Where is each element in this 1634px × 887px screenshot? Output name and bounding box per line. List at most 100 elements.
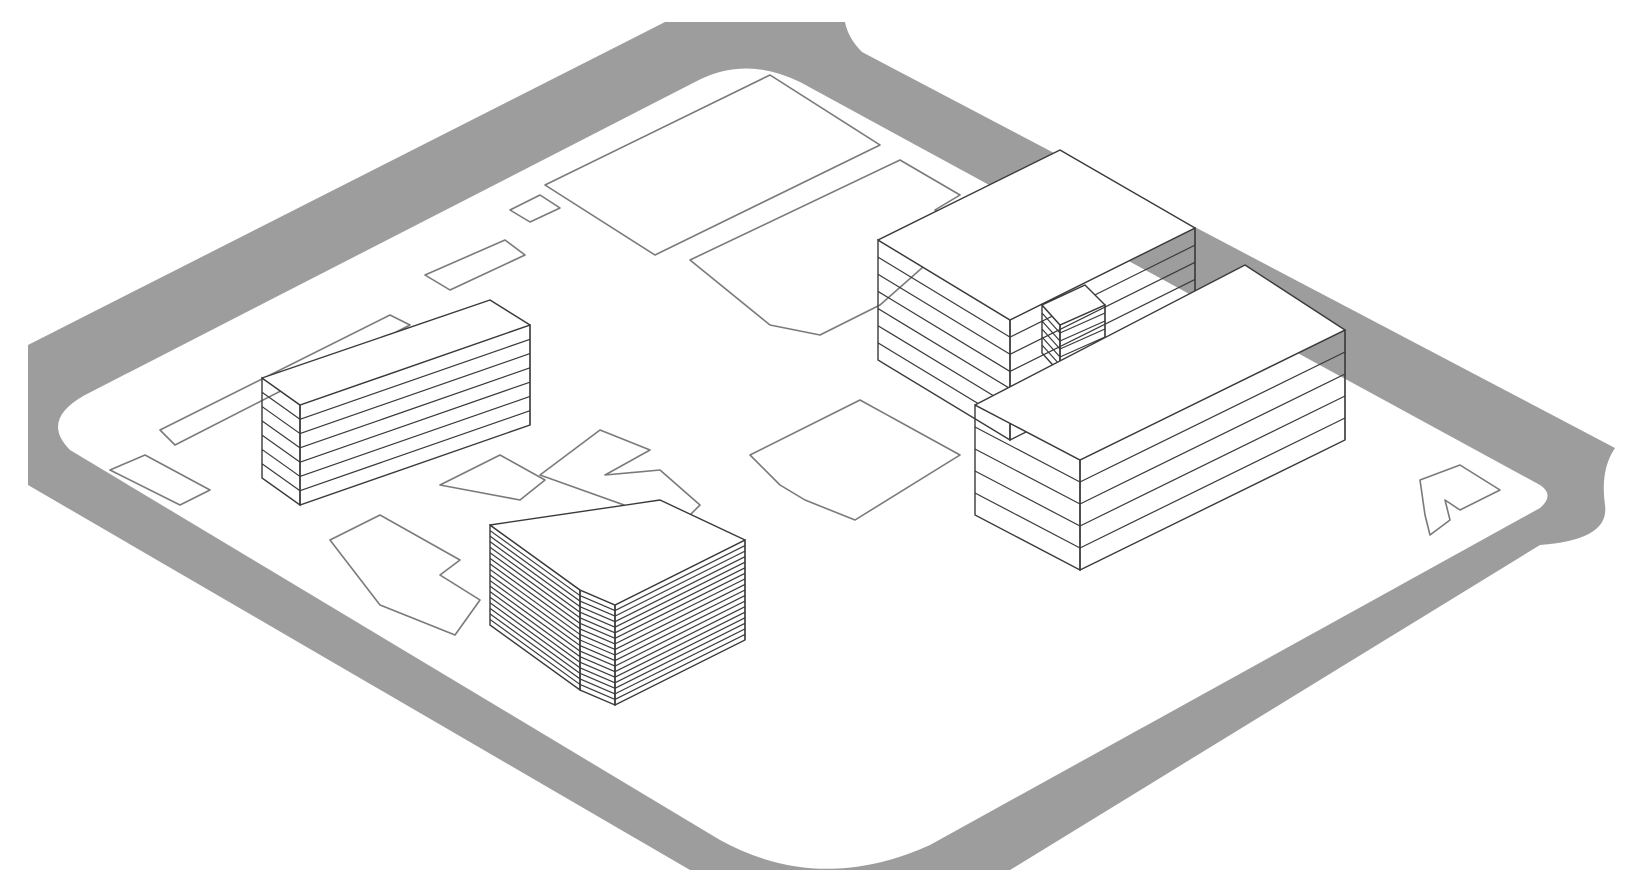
building-beige-floor-line-3-6 <box>261 463 301 492</box>
building-lime-floor-line-3-5 <box>1041 344 1061 366</box>
road-ring <box>28 22 1615 870</box>
building-teal-south-floor-line-3-9 <box>579 639 616 656</box>
building-teal-south-floor-line-4-7 <box>489 563 581 630</box>
building-lime-floor-line-3-1 <box>1041 312 1061 334</box>
building-beige-floor-line-3-3 <box>261 420 301 449</box>
building-beige-floor-line-2-2 <box>299 353 531 435</box>
building-teal-south-floor-line-2-12 <box>614 606 746 673</box>
building-lime-floor-line-3-4 <box>1041 336 1061 358</box>
building-teal-south-floor-line-4-9 <box>489 574 581 641</box>
building-teal-south-floor-line-2-8 <box>614 583 746 650</box>
building-teal-south-floor-line-4-6 <box>489 557 581 624</box>
building-beige-roof <box>261 299 531 406</box>
building-teal-south-floor-line-4-3 <box>489 541 581 608</box>
building-teal-south-floor-line-4-10 <box>489 580 581 647</box>
building-teal-south-floor-line-3-1 <box>579 595 616 612</box>
building-teal-north-floor-line-2-1 <box>1009 244 1196 338</box>
building-red-floor-line-2-3 <box>1079 395 1346 527</box>
building-teal-south-floor-line-4-17 <box>489 618 581 685</box>
building-teal-south-floor-line-4-16 <box>489 613 581 680</box>
building-lime-floor-line-2-2 <box>1059 320 1106 342</box>
footprint-outlines <box>109 74 1501 636</box>
building-teal-south-floor-line-3-10 <box>579 645 616 662</box>
building-teal-south-floor-line-2-13 <box>614 611 746 678</box>
building-teal-south-floor-line-3-3 <box>579 606 616 623</box>
building-lime-floor-line-2-4 <box>1059 336 1106 358</box>
building-lime-floor-line-3-3 <box>1041 328 1061 350</box>
footprint-north-block <box>544 74 881 256</box>
building-teal-north-floor-line-3-3 <box>877 290 1011 372</box>
building-red-floor-line-3-2 <box>974 448 1081 505</box>
site-lot <box>58 68 1548 869</box>
buildings <box>261 149 1346 707</box>
building-teal-north-floor-line-3-4 <box>877 308 1011 390</box>
footprint-mid-link <box>439 454 546 501</box>
building-red-floor-line-3-3 <box>974 470 1081 527</box>
building-teal-south-floor-line-3-12 <box>579 656 616 673</box>
building-teal-south-floor-line-2-4 <box>614 561 746 628</box>
building-lime-floor-line-3-2 <box>1041 320 1061 342</box>
building-beige-floor-line-3-1 <box>261 391 301 420</box>
building-red-floor-line-2-4 <box>1079 417 1346 549</box>
building-teal-north-roof <box>877 149 1196 321</box>
building-teal-south-floor-line-4-14 <box>489 602 581 669</box>
building-teal-south-floor-line-2-6 <box>614 572 746 639</box>
building-teal-south-floor-line-4-4 <box>489 546 581 613</box>
building-lime-floor-line-2-1 <box>1059 312 1106 334</box>
building-beige-floor-line-2-1 <box>299 338 531 420</box>
building-lime-floor-line-2-3 <box>1059 328 1106 350</box>
building-teal-south-floor-line-4-8 <box>489 568 581 635</box>
building-teal-south-floor-line-2-11 <box>614 600 746 667</box>
building-teal-south-floor-line-4-1 <box>489 530 581 597</box>
building-teal-south-floor-line-3-4 <box>579 611 616 628</box>
building-teal-south-floor-line-4-12 <box>489 591 581 658</box>
building-teal-south-floor-line-3-14 <box>579 667 616 684</box>
building-teal-south-floor-line-3-2 <box>579 600 616 617</box>
building-teal-south-floor-line-2-2 <box>614 550 746 617</box>
building-teal-south-floor-line-2-9 <box>614 589 746 656</box>
building-teal-south-floor-line-4-13 <box>489 596 581 663</box>
building-teal-north-floor-line-3-5 <box>877 325 1011 407</box>
building-red-floor-line-2-2 <box>1079 373 1346 505</box>
building-teal-south <box>489 499 746 707</box>
building-teal-south-floor-line-4-15 <box>489 607 581 674</box>
building-beige-floor-line-3-5 <box>261 448 301 477</box>
building-beige <box>261 299 531 507</box>
building-teal-south-floor-line-2-15 <box>614 622 746 689</box>
building-teal-south-floor-line-4-5 <box>489 552 581 619</box>
building-teal-south-floor-line-3-5 <box>579 617 616 634</box>
building-teal-south-floor-line-2-10 <box>614 595 746 662</box>
building-teal-south-roof <box>489 499 746 606</box>
building-teal-south-floor-line-3-13 <box>579 661 616 678</box>
footprint-west-corner <box>109 454 211 506</box>
building-teal-south-floor-line-3-16 <box>579 678 616 695</box>
building-teal-north-floor-line-2-2 <box>1009 261 1196 355</box>
building-beige-floor-line-2-4 <box>299 381 531 463</box>
building-lime-roof <box>1041 284 1106 326</box>
footprint-small-square <box>509 194 561 223</box>
building-teal-south-floor-line-2-1 <box>614 545 746 612</box>
building-beige-floor-line-2-5 <box>299 395 531 477</box>
footprint-east-corner <box>1419 464 1501 536</box>
building-teal-south-floor-line-3-7 <box>579 628 616 645</box>
building-red-floor-line-2-1 <box>1079 351 1346 483</box>
building-teal-south-floor-line-3-17 <box>579 683 616 700</box>
building-teal-south-floor-line-2-14 <box>614 617 746 684</box>
building-teal-south-floor-line-4-11 <box>489 585 581 652</box>
building-teal-south-floor-line-2-5 <box>614 567 746 634</box>
building-teal-south-floor-line-3-6 <box>579 622 616 639</box>
building-teal-south-floor-line-3-11 <box>579 650 616 667</box>
building-red-floor-line-3-4 <box>974 492 1081 549</box>
building-red-roof <box>974 264 1346 461</box>
building-teal-south-floor-line-3-15 <box>579 672 616 689</box>
building-teal-north-floor-line-2-3 <box>1009 278 1196 372</box>
building-beige-floor-line-3-2 <box>261 406 301 435</box>
footprint-west-ramp <box>424 239 526 291</box>
building-teal-south-floor-line-2-7 <box>614 578 746 645</box>
building-beige-floor-line-3-4 <box>261 434 301 463</box>
building-teal-south-floor-line-2-3 <box>614 556 746 623</box>
footprint-center-plaza <box>749 399 961 521</box>
building-teal-south-floor-line-2-16 <box>614 628 746 695</box>
building-beige-floor-line-2-6 <box>299 410 531 492</box>
